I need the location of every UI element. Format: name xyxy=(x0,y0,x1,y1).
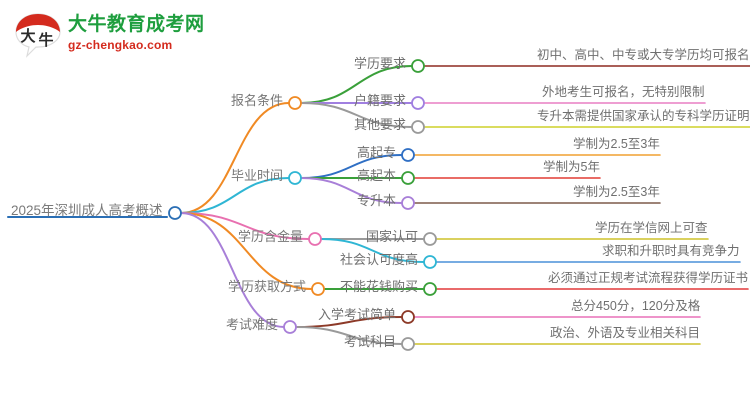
mindmap-links xyxy=(7,65,750,345)
leaf-label-2-1[interactable]: 求职和升职时具有竞争力 xyxy=(602,244,740,258)
leaf-label-4-0[interactable]: 总分450分，120分及格 xyxy=(571,299,701,313)
child-label-2-1[interactable]: 社会认可度高 xyxy=(340,252,419,267)
leaf-label-2-0[interactable]: 学历在学信网上可查 xyxy=(595,221,708,235)
site-logo: 大 牛 大牛教育成考网 gz-chengkao.com xyxy=(14,10,204,60)
branch-label-4[interactable]: 考试难度 xyxy=(226,317,279,332)
branch-label-2[interactable]: 学历含金量 xyxy=(238,229,304,244)
child-label-2-0[interactable]: 国家认可 xyxy=(366,229,419,244)
branch-label-3[interactable]: 学历获取方式 xyxy=(228,279,307,294)
logo-url: gz-chengkao.com xyxy=(68,38,173,52)
child-label-0-1[interactable]: 户籍要求 xyxy=(354,93,407,108)
leaf-label-1-1[interactable]: 学制为5年 xyxy=(543,160,600,174)
speech-bubble-daniu-logo-icon: 大 牛 xyxy=(15,13,61,58)
svg-text:大: 大 xyxy=(20,27,35,45)
leaf-label-1-0[interactable]: 学制为2.5至3年 xyxy=(573,137,660,151)
leaf-label-1-2[interactable]: 学制为2.5至3年 xyxy=(573,185,660,199)
child-label-4-1[interactable]: 考试科目 xyxy=(344,334,397,349)
child-label-0-0[interactable]: 学历要求 xyxy=(354,56,407,71)
branch-label-0[interactable]: 报名条件 xyxy=(231,93,284,108)
logo-text-block: 大牛教育成考网 gz-chengkao.com xyxy=(68,14,205,53)
child-label-4-0[interactable]: 入学考试简单 xyxy=(318,307,397,322)
child-label-0-2[interactable]: 其他要求 xyxy=(354,117,407,132)
child-label-1-1[interactable]: 高起本 xyxy=(357,168,397,183)
leaf-label-0-0[interactable]: 初中、高中、中专或大专学历均可报名 xyxy=(537,48,750,62)
leaf-label-4-1[interactable]: 政治、外语及专业相关科目 xyxy=(550,326,701,340)
root-node-label[interactable]: 2025年深圳成人高考概述 xyxy=(11,203,163,218)
leaf-label-0-1[interactable]: 外地考生可报名，无特别限制 xyxy=(542,85,705,99)
child-label-1-2[interactable]: 专升本 xyxy=(357,193,397,208)
child-label-1-0[interactable]: 高起专 xyxy=(357,145,397,160)
leaf-label-3-0[interactable]: 必须通过正规考试流程获得学历证书 xyxy=(548,271,749,285)
logo-name: 大牛教育成考网 xyxy=(68,14,205,35)
leaf-label-0-2[interactable]: 专升本需提供国家承认的专科学历证明 xyxy=(537,109,750,123)
mindmap-nodes xyxy=(168,59,437,351)
svg-text:牛: 牛 xyxy=(38,31,53,49)
branch-label-1[interactable]: 毕业时间 xyxy=(231,168,284,183)
child-label-3-0[interactable]: 不能花钱购买 xyxy=(340,279,419,294)
